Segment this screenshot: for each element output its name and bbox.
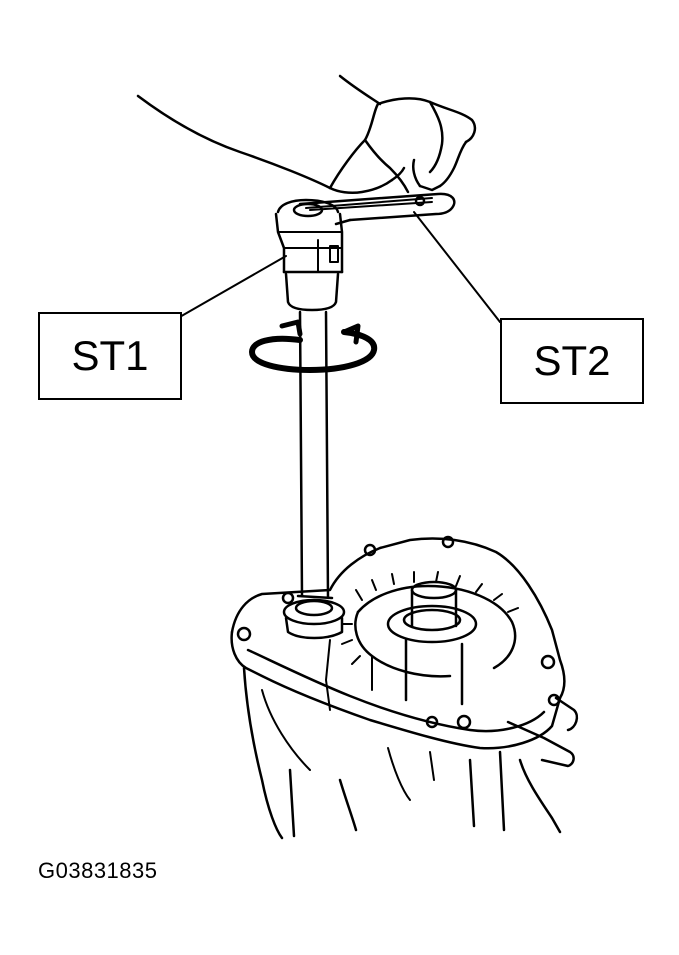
- st1-label: ST1: [38, 312, 182, 400]
- st1-label-text: ST1: [71, 332, 149, 379]
- st1-leader-line: [177, 255, 287, 319]
- technician-arm: [136, 74, 382, 190]
- figure-code: G03831835: [38, 858, 158, 883]
- tool-shaft: [296, 310, 334, 600]
- rotation-arrow-icon: [249, 319, 378, 373]
- st2-handle: [298, 192, 456, 226]
- st2-label-text: ST2: [533, 337, 611, 384]
- transaxle-case: [230, 535, 579, 840]
- st2-leader-line: [413, 211, 501, 323]
- leader-lines: [177, 211, 501, 323]
- st1-socket: [274, 198, 344, 312]
- st2-label: ST2: [500, 318, 644, 404]
- technician-hand: [328, 97, 477, 195]
